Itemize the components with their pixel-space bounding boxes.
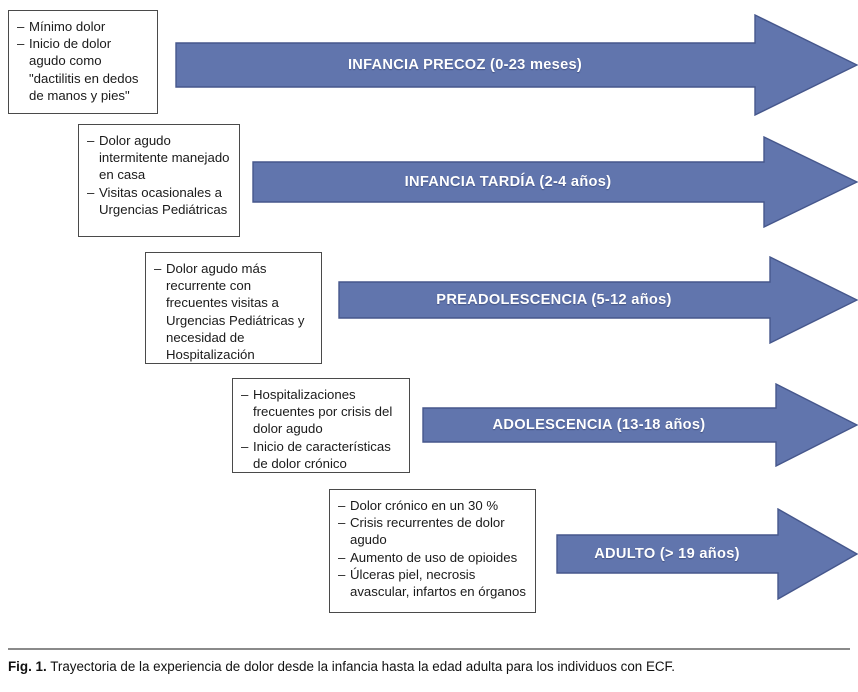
- callout-box-infancia-precoz: Mínimo dolor Inicio de dolor agudo como …: [8, 10, 158, 114]
- callout-box-infancia-tardia: Dolor agudo intermitente manejado en cas…: [78, 124, 240, 237]
- list-item: Visitas ocasionales a Urgencias Pediátri…: [87, 184, 230, 218]
- list-item: Dolor crónico en un 30 %: [338, 497, 526, 514]
- stage-arrow-preadolescencia: PREADOLESCENCIA (5-12 años): [338, 256, 858, 344]
- callout-box-preadolescencia: Dolor agudo más recurrente con frecuente…: [145, 252, 322, 364]
- list-item: Úlceras piel, necrosis avascular, infart…: [338, 566, 526, 600]
- callout-bullet-list: Dolor agudo más recurrente con frecuente…: [154, 260, 312, 363]
- block-arrow-icon: [338, 256, 858, 344]
- list-item: Dolor agudo intermitente manejado en cas…: [87, 132, 230, 184]
- callout-bullet-list: Dolor crónico en un 30 % Crisis recurren…: [338, 497, 526, 600]
- stage-arrow-infancia-precoz: INFANCIA PRECOZ (0-23 meses): [175, 14, 858, 116]
- figure-caption: Fig. 1. Trayectoria de la experiencia de…: [8, 658, 853, 675]
- stage-arrow-adulto: ADULTO (> 19 años): [556, 508, 858, 600]
- block-arrow-icon: [252, 136, 858, 228]
- caption-divider: [8, 648, 850, 650]
- list-item: Inicio de dolor agudo como "dactilitis e…: [17, 35, 148, 104]
- list-item: Inicio de características de dolor cróni…: [241, 438, 400, 472]
- block-arrow-icon: [556, 508, 858, 600]
- block-arrow-icon: [175, 14, 858, 116]
- list-item: Dolor agudo más recurrente con frecuente…: [154, 260, 312, 363]
- callout-bullet-list: Dolor agudo intermitente manejado en cas…: [87, 132, 230, 218]
- list-item: Mínimo dolor: [17, 18, 148, 35]
- stage-arrow-infancia-tardia: INFANCIA TARDÍA (2-4 años): [252, 136, 858, 228]
- figure-number: Fig. 1.: [8, 659, 47, 674]
- figure-caption-text: Trayectoria de la experiencia de dolor d…: [50, 659, 675, 674]
- callout-bullet-list: Hospitalizaciones frecuentes por crisis …: [241, 386, 400, 472]
- callout-box-adulto: Dolor crónico en un 30 % Crisis recurren…: [329, 489, 536, 613]
- callout-box-adolescencia: Hospitalizaciones frecuentes por crisis …: [232, 378, 410, 473]
- list-item: Hospitalizaciones frecuentes por crisis …: [241, 386, 400, 438]
- stage-arrow-adolescencia: ADOLESCENCIA (13-18 años): [422, 383, 858, 467]
- figure-diagram: Mínimo dolor Inicio de dolor agudo como …: [0, 0, 858, 630]
- list-item: Crisis recurrentes de dolor agudo: [338, 514, 526, 548]
- callout-bullet-list: Mínimo dolor Inicio de dolor agudo como …: [17, 18, 148, 104]
- list-item: Aumento de uso de opioides: [338, 549, 526, 566]
- block-arrow-icon: [422, 383, 858, 467]
